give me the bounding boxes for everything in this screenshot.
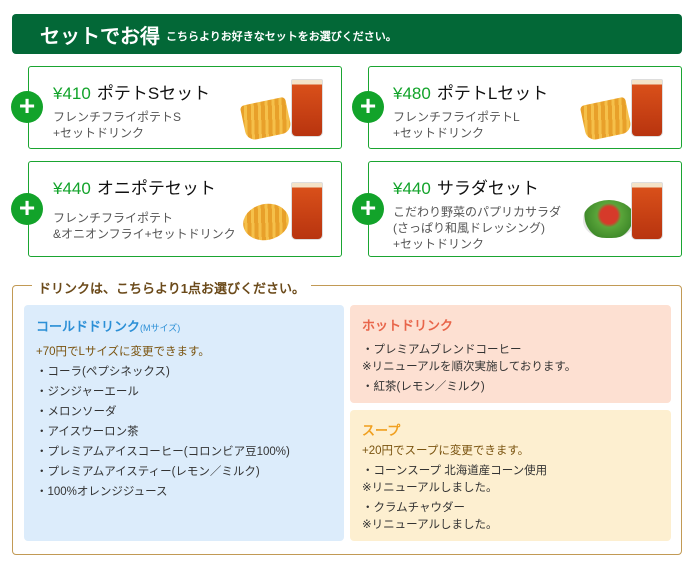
set-desc-line: +セットドリンク: [393, 237, 485, 251]
set-card-onipote[interactable]: ¥440 オニポテセット フレンチフライポテト&オニオンフライ+セットドリンク: [28, 161, 342, 257]
hot-title: ホットドリンク: [362, 318, 454, 333]
soup-item: ※リニューアルしました。: [362, 482, 498, 494]
salad-drink-image: [583, 182, 663, 242]
hot-item: ※リニューアルを順次実施しております。: [362, 361, 577, 373]
fries-drink-image: [579, 79, 663, 142]
cold-item: ・プレミアムアイスティー(レモン／ミルク): [36, 466, 260, 478]
set-card-salad[interactable]: ¥440 サラダセット こだわり野菜のパプリカサラダ (さっぱり和風ドレッシング) +…: [368, 161, 682, 257]
set-desc-line: (さっぱり和風ドレッシング): [393, 221, 545, 235]
soup-item: ・コーンスープ 北海道産コーン使用: [362, 465, 548, 477]
hot-drink-box: ホットドリンク ・プレミアムブレンドコーヒー ※リニューアルを順次実施しておりま…: [350, 305, 671, 403]
header-title: セットでお得: [40, 25, 160, 48]
set-card-potato-l[interactable]: ¥480 ポテトLセット フレンチフライポテトL +セットドリンク: [368, 66, 682, 149]
add-set-plus-icon[interactable]: +: [11, 193, 43, 225]
header-subtitle: こちらよりお好きなセットをお選びください。: [166, 31, 397, 43]
add-set-plus-icon[interactable]: +: [352, 193, 384, 225]
cold-note: +70円でLサイズに変更できます。: [36, 346, 210, 358]
set-desc-line: フレンチフライポテトS: [53, 110, 182, 124]
soup-title: スープ: [362, 423, 401, 438]
set-name: オニポテセット: [96, 179, 216, 198]
cold-item: ・ジンジャーエール: [36, 386, 139, 398]
add-set-plus-icon[interactable]: +: [11, 91, 43, 123]
cold-item: ・コーラ(ペプシネックス): [36, 366, 170, 378]
set-desc-line: +セットドリンク: [53, 126, 145, 140]
set-name: ポテトSセット: [96, 84, 211, 103]
soup-box: スープ +20円でスープに変更できます。 ・コーンスープ 北海道産コーン使用 ※…: [350, 410, 671, 541]
drink-selection-frame: [12, 285, 682, 555]
drink-legend: ドリンクは、こちらより1点お選びください。: [32, 278, 311, 297]
set-price: ¥440: [53, 179, 91, 198]
cold-drink-box: コールドドリンク(Mサイズ) +70円でLサイズに変更できます。 ・コーラ(ペプ…: [24, 305, 344, 541]
set-desc-line: +セットドリンク: [393, 126, 485, 140]
cold-item: ・100%オレンジジュース: [36, 486, 168, 498]
header-bar: セットでお得 こちらよりお好きなセットをお選びください。: [12, 14, 682, 54]
soup-item: ・クラムチャウダー: [362, 502, 466, 514]
set-card-potato-s[interactable]: ¥410 ポテトSセット フレンチフライポテトS +セットドリンク: [28, 66, 342, 149]
hot-item: ・プレミアムブレンドコーヒー: [362, 344, 522, 356]
soup-item: ※リニューアルしました。: [362, 519, 498, 531]
cold-size: (Mサイズ): [140, 323, 181, 333]
fries-drink-image: [239, 79, 323, 142]
set-name: ポテトLセット: [436, 84, 549, 103]
cold-item: ・プレミアムアイスコーヒー(コロンビア豆100%): [36, 446, 290, 458]
cold-title: コールドドリンク: [36, 319, 141, 334]
set-name: サラダセット: [436, 179, 539, 198]
onion-fries-drink-image: [239, 182, 323, 245]
set-desc-line: こだわり野菜のパプリカサラダ: [393, 205, 562, 219]
set-desc-line: フレンチフライポテトL: [393, 110, 520, 124]
set-price: ¥410: [53, 84, 91, 103]
cold-item: ・メロンソーダ: [36, 406, 117, 418]
add-set-plus-icon[interactable]: +: [352, 91, 384, 123]
soup-note: +20円でスープに変更できます。: [362, 445, 530, 457]
set-desc-line: フレンチフライポテト: [53, 211, 174, 225]
hot-item: ・紅茶(レモン／ミルク): [362, 381, 485, 393]
set-price: ¥480: [393, 84, 431, 103]
set-price: ¥440: [393, 179, 431, 198]
set-desc-line: &オニオンフライ+セットドリンク: [53, 227, 236, 241]
cold-item: ・アイスウーロン茶: [36, 426, 139, 438]
